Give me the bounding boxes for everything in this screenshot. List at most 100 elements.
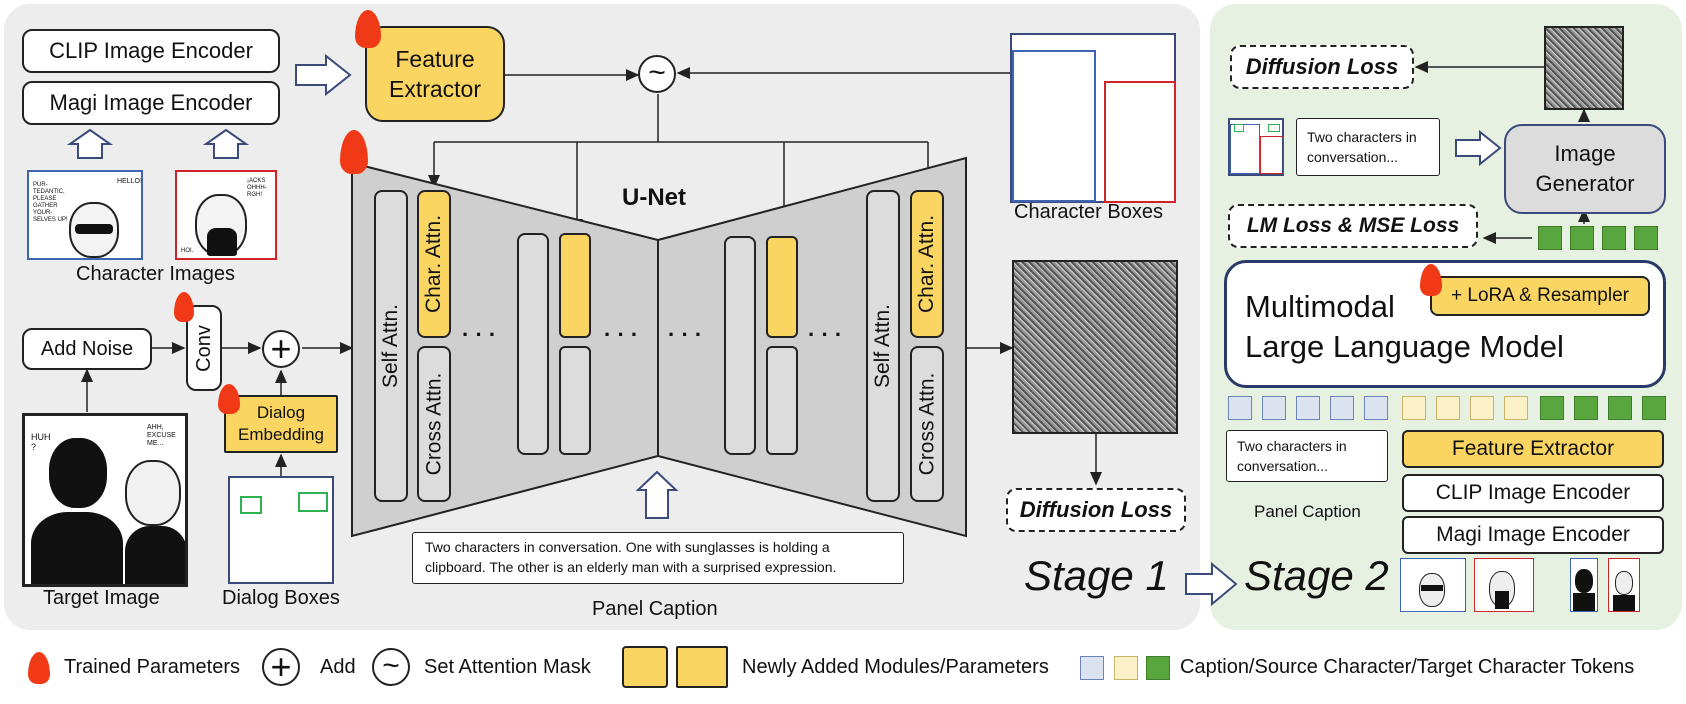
add-noise-box: Add Noise: [22, 328, 152, 370]
speech-bubble: HUH ?: [31, 432, 51, 452]
magi-image-encoder-box: Magi Image Encoder: [22, 81, 280, 125]
panel-caption-label: Panel Caption: [592, 598, 718, 620]
hollow-arrow-caption-up: [635, 470, 679, 519]
new-module-swatch: [676, 646, 728, 688]
speech-bubble: HELLO!: [117, 178, 142, 185]
stage2-diffusion-loss-box: Diffusion Loss: [1230, 45, 1414, 89]
target-token: [1538, 226, 1562, 250]
stage1-label: Stage 1: [1024, 552, 1169, 599]
flame-icon: [28, 652, 50, 684]
mllm-title-line1: Multimodal: [1245, 289, 1395, 324]
caption-token-swatch: [1080, 656, 1104, 680]
lm-mse-loss-box: LM Loss & MSE Loss: [1228, 204, 1478, 248]
speech-bubble: HOI.: [181, 248, 194, 254]
set-attention-mask-icon: ~: [638, 55, 676, 93]
character-boxes-label: Character Boxes: [1014, 201, 1163, 223]
char-attn-block[interactable]: [559, 233, 591, 338]
self-attn-block: Self Attn.: [374, 190, 408, 502]
target-token: [1570, 226, 1594, 250]
speech-bubble: ¡ACKS OHHH-RGH!: [247, 178, 267, 198]
character-images-label: Character Images: [76, 263, 235, 285]
character-box-red: [1260, 136, 1284, 174]
caption-token: [1296, 396, 1320, 420]
ellipsis: · · ·: [808, 322, 843, 347]
legend-mask-label: Set Attention Mask: [424, 656, 591, 678]
stage2-character-image-2: [1474, 558, 1534, 612]
feature-extractor-box: Feature Extractor: [365, 26, 505, 122]
target-token: [1602, 226, 1626, 250]
caption-token: [1262, 396, 1286, 420]
target-token: [1574, 396, 1598, 420]
target-token: [1634, 226, 1658, 250]
ellipsis: · · ·: [668, 322, 703, 347]
dialog-box-green: [298, 492, 328, 512]
stage2-target-character-1: [1570, 558, 1598, 612]
ellipsis: · · ·: [462, 322, 497, 347]
stage2-feature-extractor-box: Feature Extractor: [1402, 430, 1664, 468]
character-boxes-image: [1010, 33, 1176, 203]
caption-token: [1228, 396, 1252, 420]
stage2-panel-caption-label: Panel Caption: [1254, 502, 1361, 521]
source-character-token: [1436, 396, 1460, 420]
legend-add-label: Add: [320, 656, 356, 678]
hollow-arrow-encoders-to-extractor: [295, 53, 352, 97]
cross-attn-block: Cross Attn.: [417, 346, 451, 502]
stage2-caption-box-2: Two characters in conversation...: [1226, 430, 1388, 482]
target-image-label: Target Image: [43, 587, 160, 609]
source-character-token: [1402, 396, 1426, 420]
stage2-clip-encoder-box: CLIP Image Encoder: [1402, 474, 1664, 512]
stage2-character-image-1: [1400, 558, 1466, 612]
self-attn-block: [724, 236, 756, 455]
panel-caption-box: Two characters in conversation. One with…: [412, 532, 904, 584]
target-image: HUH ? AHH, EXCUSE ME...: [22, 413, 188, 587]
cross-attn-block: [559, 346, 591, 455]
hollow-arrow-stage1-to-stage2: [1185, 561, 1238, 607]
conv-box: Conv: [186, 305, 222, 391]
stage2-target-character-2: [1608, 558, 1640, 612]
flame-icon: [340, 130, 368, 174]
image-generator-box: Image Generator: [1504, 124, 1666, 214]
mllm-title-line2: Large Language Model: [1245, 329, 1564, 364]
source-character-token: [1470, 396, 1494, 420]
legend: Trained Parameters + Add ~ Set Attention…: [0, 640, 1686, 700]
char-attn-block[interactable]: Char. Attn.: [910, 190, 944, 338]
target-token: [1608, 396, 1632, 420]
lora-resampler-box: + LoRA & Resampler: [1430, 276, 1650, 316]
source-character-token: [1504, 396, 1528, 420]
new-module-swatch: [622, 646, 668, 688]
target-token-swatch: [1146, 656, 1170, 680]
flame-icon: [355, 10, 381, 48]
cross-attn-block: Cross Attn.: [910, 346, 944, 502]
speech-bubble: AHH, EXCUSE ME...: [147, 424, 176, 447]
character-box-blue: [1230, 124, 1260, 174]
set-attention-mask-icon: ~: [372, 648, 410, 686]
char-attn-block[interactable]: [766, 236, 798, 338]
legend-new-modules-label: Newly Added Modules/Parameters: [742, 656, 1049, 678]
dialog-embedding-box: Dialog Embedding: [224, 395, 338, 453]
char-attn-block[interactable]: Char. Attn.: [417, 190, 451, 338]
add-icon: +: [262, 648, 300, 686]
stage2-label: Stage 2: [1244, 552, 1389, 599]
self-attn-block: [517, 233, 549, 455]
legend-trained-label: Trained Parameters: [64, 656, 240, 678]
source-token-swatch: [1114, 656, 1138, 680]
hollow-arrow-boxes-to-generator: [1455, 129, 1502, 167]
dialog-box-green: [240, 496, 262, 514]
stage2-generated-image: [1544, 26, 1624, 110]
character-image-1: HELLO! PUR-TEDANTIC, PLEASE GATHER YOUR-…: [27, 170, 143, 260]
dialog-box-green: [1268, 124, 1280, 132]
caption-token: [1364, 396, 1388, 420]
ellipsis: · · ·: [604, 322, 639, 347]
character-box-red: [1104, 81, 1176, 203]
hollow-arrow-img2-up: [202, 128, 250, 159]
target-token: [1642, 396, 1666, 420]
stage1-diffusion-loss-box: Diffusion Loss: [1006, 488, 1186, 532]
legend-tokens-label: Caption/Source Character/Target Characte…: [1180, 656, 1635, 678]
target-token: [1540, 396, 1564, 420]
flame-icon: [174, 292, 194, 322]
dialog-box-green: [1234, 124, 1244, 132]
character-box-blue: [1012, 50, 1096, 202]
speech-bubble: PUR-TEDANTIC, PLEASE GATHER YOUR-SELVES …: [33, 182, 68, 223]
flame-icon: [218, 384, 240, 414]
character-image-2: ¡ACKS OHHH-RGH! HOI.: [175, 170, 277, 260]
